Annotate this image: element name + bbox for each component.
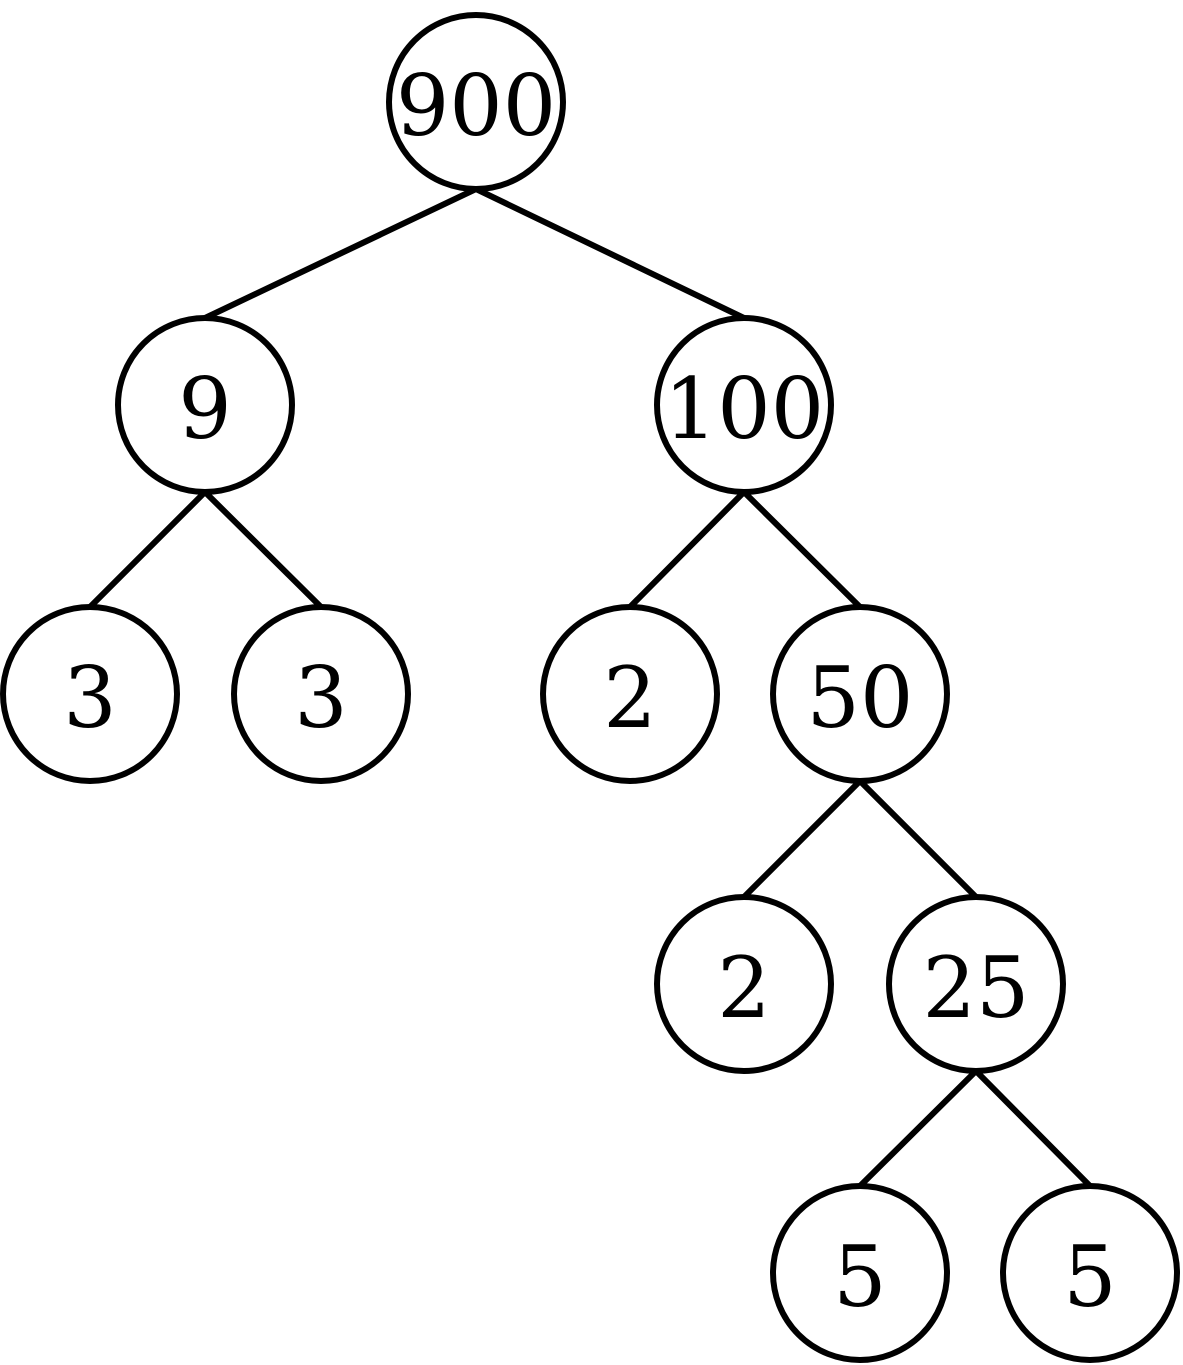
tree-node-label: 3 (63, 649, 116, 747)
tree-node-circle (654, 315, 834, 495)
tree-node-circle (0, 604, 180, 784)
tree-node: 3 (231, 604, 411, 784)
tree-node-label: 100 (664, 360, 824, 458)
tree-node: 50 (770, 604, 950, 784)
tree-edge (627, 489, 747, 610)
tree-edge (202, 489, 324, 610)
tree-node: 25 (886, 894, 1066, 1074)
tree-node-circle (386, 12, 566, 192)
tree-edge (973, 1068, 1093, 1189)
tree-node-label: 50 (807, 649, 914, 747)
tree-node-label: 5 (1063, 1228, 1116, 1326)
tree-node-circle (886, 894, 1066, 1074)
tree-node-circle (770, 1183, 950, 1363)
tree-node-circle (115, 315, 295, 495)
tree-edge (87, 489, 208, 610)
tree-node: 100 (654, 315, 834, 495)
tree-node: 9 (115, 315, 295, 495)
tree-node: 900 (386, 12, 566, 192)
tree-edges (87, 186, 1093, 1189)
tree-nodes: 900 9 100 3 3 2 50 2 25 5 5 (0, 12, 1180, 1363)
tree-node-label: 9 (178, 360, 231, 458)
tree-node-circle (231, 604, 411, 784)
tree-node: 5 (1000, 1183, 1180, 1363)
tree-edge (741, 778, 863, 900)
tree-edge (202, 186, 479, 321)
tree-node: 2 (654, 894, 834, 1074)
tree-node-circle (770, 604, 950, 784)
tree-edge (857, 1068, 979, 1189)
tree-node-circle (1000, 1183, 1180, 1363)
tree-node-label: 2 (603, 649, 656, 747)
tree-node-label: 3 (294, 649, 347, 747)
tree-edge (741, 489, 863, 610)
tree-node-label: 900 (396, 57, 556, 155)
tree-node-circle (540, 604, 720, 784)
tree-edge (473, 186, 747, 321)
tree-edge (857, 778, 979, 900)
tree-node-circle (654, 894, 834, 1074)
tree-node: 2 (540, 604, 720, 784)
tree-node-label: 5 (833, 1228, 886, 1326)
tree-node-label: 2 (717, 939, 770, 1037)
tree-node: 5 (770, 1183, 950, 1363)
tree-node: 3 (0, 604, 180, 784)
tree-node-label: 25 (923, 939, 1030, 1037)
